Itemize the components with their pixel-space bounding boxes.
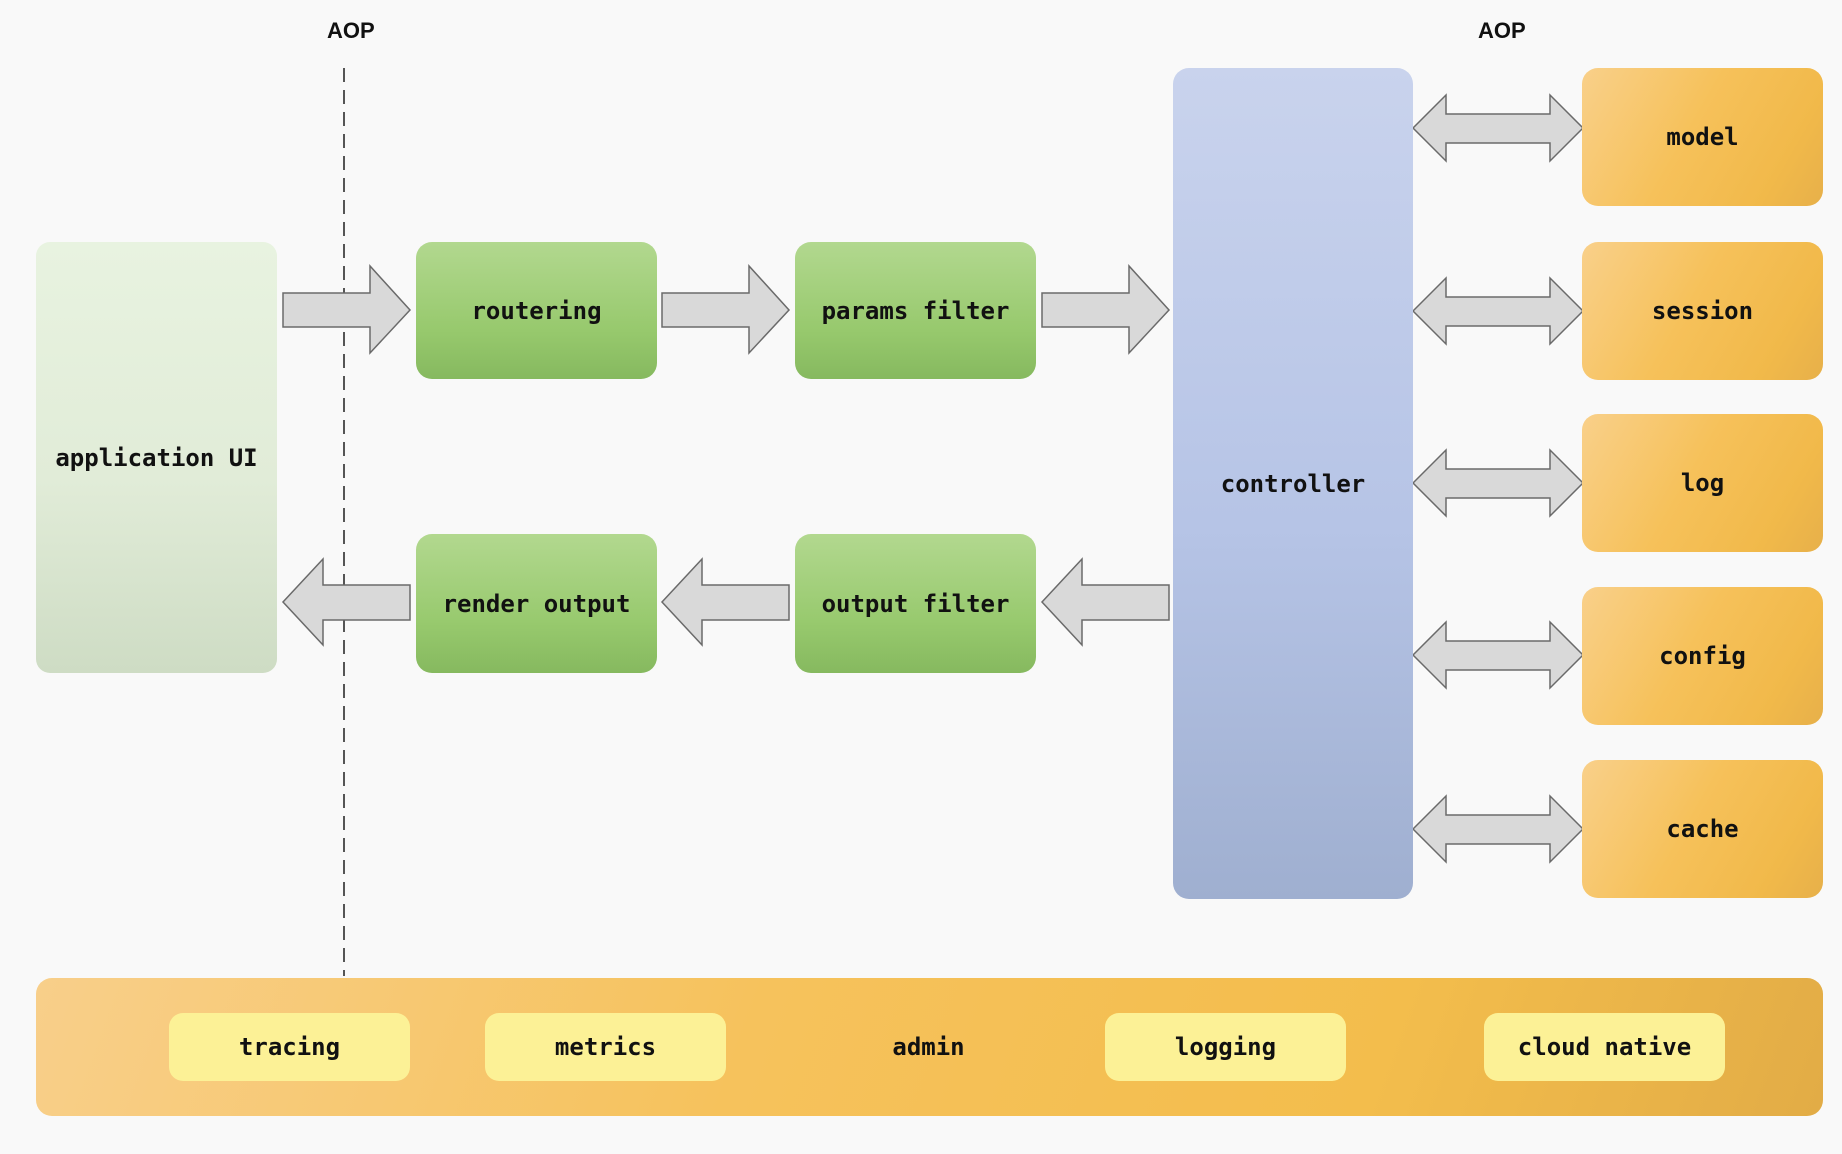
render-output-label: render output (442, 589, 631, 618)
routering-label: routering (471, 296, 602, 325)
infra-logging: logging (1105, 1013, 1346, 1081)
infra-metrics-label: metrics (554, 1033, 657, 1061)
double-arrow-config (1411, 620, 1585, 690)
output-filter-box: output filter (795, 534, 1036, 673)
service-cache-label: cache (1666, 815, 1739, 843)
arrow-controller-to-output-filter (1040, 557, 1170, 647)
service-cache-box: cache (1582, 760, 1823, 898)
infra-cloud-native-label: cloud native (1517, 1033, 1692, 1061)
service-session-box: session (1582, 242, 1823, 380)
routering-box: routering (416, 242, 657, 379)
service-config-box: config (1582, 587, 1823, 725)
params-filter-box: params filter (795, 242, 1036, 379)
service-log-box: log (1582, 414, 1823, 552)
double-arrow-cache (1411, 794, 1585, 864)
double-arrow-model (1411, 93, 1585, 163)
infra-metrics: metrics (485, 1013, 726, 1081)
params-filter-label: params filter (821, 296, 1010, 325)
infra-tracing-label: tracing (238, 1033, 341, 1061)
infra-logging-label: logging (1174, 1033, 1277, 1061)
arrow-params-filter-to-controller (1041, 264, 1171, 355)
aop-label-left: AOP (327, 18, 375, 43)
controller-label: controller (1220, 469, 1366, 498)
output-filter-label: output filter (821, 589, 1010, 618)
infra-admin-label: admin (892, 1033, 965, 1061)
arrow-output-filter-to-render-output (660, 557, 790, 647)
arrow-render-output-to-app (281, 557, 411, 647)
infra-admin: admin (808, 1013, 1049, 1081)
service-model-box: model (1582, 68, 1823, 206)
application-ui-box: application UI (36, 242, 277, 673)
infra-cloud-native: cloud native (1484, 1013, 1725, 1081)
application-ui-label: application UI (55, 443, 258, 472)
service-config-label: config (1659, 642, 1746, 670)
arrow-routering-to-params-filter (661, 264, 791, 355)
double-arrow-session (1411, 276, 1585, 346)
arrow-app-to-routering (282, 264, 412, 355)
service-log-label: log (1680, 469, 1725, 497)
infra-tracing: tracing (169, 1013, 410, 1081)
controller-box: controller (1173, 68, 1413, 899)
double-arrow-log (1411, 448, 1585, 518)
service-session-label: session (1651, 297, 1754, 325)
aop-label-right: AOP (1478, 18, 1526, 43)
service-model-label: model (1666, 123, 1739, 151)
render-output-box: render output (416, 534, 657, 673)
